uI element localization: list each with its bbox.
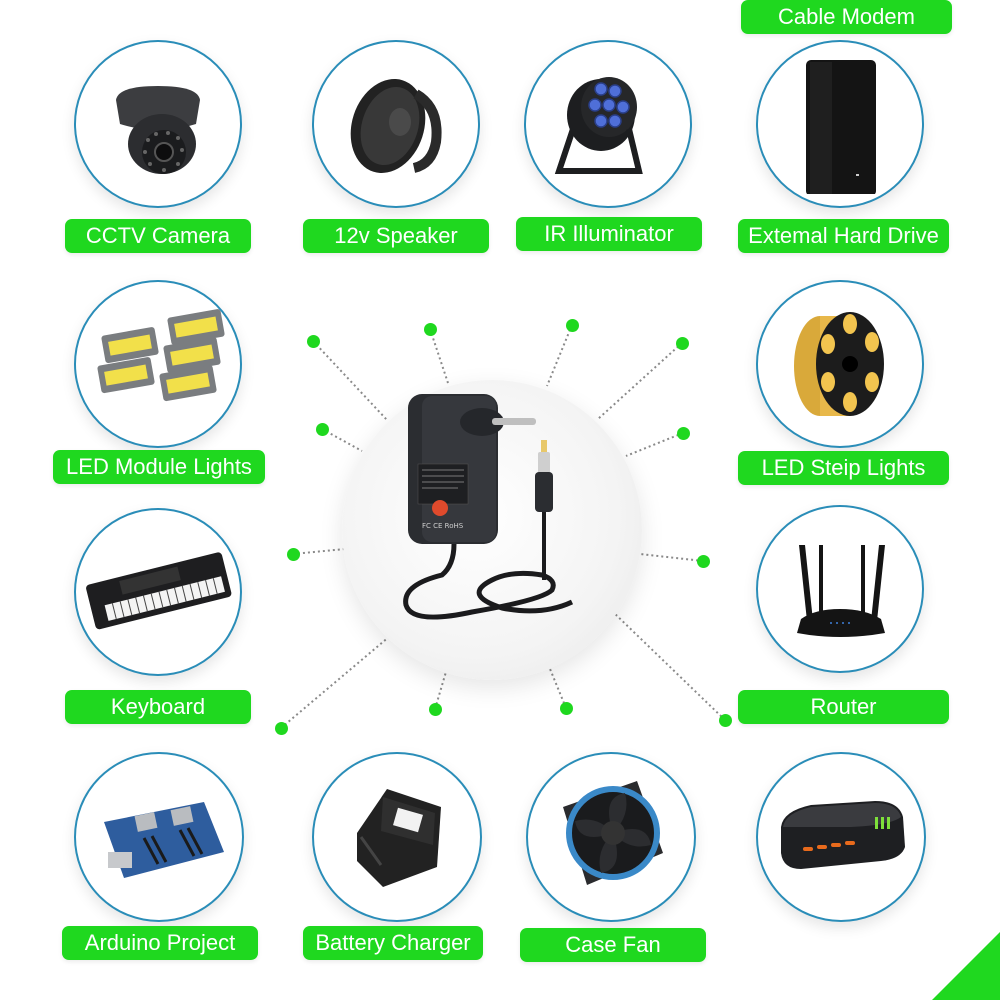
device-label: LED Steip Lights [738, 451, 949, 485]
connector-dot [287, 548, 300, 561]
device-label: CCTV Camera [65, 219, 251, 253]
connector-dot [275, 722, 288, 735]
connector-dot [677, 427, 690, 440]
device-card-arduino-project [74, 752, 244, 922]
device-card-external-hard-drive [756, 40, 924, 208]
connector-dot [697, 555, 710, 568]
connector-dot [424, 323, 437, 336]
device-card-cctv-camera [74, 40, 242, 208]
router-icon [797, 545, 885, 637]
connector-dot [676, 337, 689, 350]
dome-camera-icon [116, 86, 200, 174]
center-product-disc: FC CE RoHS [342, 380, 642, 680]
device-label: Router [738, 690, 949, 724]
floodlight-icon [97, 309, 225, 402]
device-card-led-strip-lights [756, 280, 924, 448]
connector-dot [560, 702, 573, 715]
device-label: Battery Charger [303, 926, 483, 960]
device-label: 12v Speaker [303, 219, 489, 253]
connector-dot [429, 703, 442, 716]
keyboard-piano-icon [86, 552, 232, 630]
connector-dot [316, 423, 329, 436]
connector-dot [566, 319, 579, 332]
device-label: LED Module Lights [53, 450, 265, 484]
device-card-ir-illuminator [524, 40, 692, 208]
device-card-case-fan [526, 752, 696, 922]
device-card-led-module-lights [74, 280, 242, 448]
power-adapter-icon: FC CE RoHS [403, 394, 574, 620]
device-label: Arduino Project [62, 926, 258, 960]
circuit-board-icon [104, 802, 224, 878]
device-card-12v-speaker [312, 40, 480, 208]
device-card-battery-charger [312, 752, 482, 922]
connector-dot [719, 714, 732, 727]
device-label: Case Fan [520, 928, 706, 962]
led-strip-reel-icon [794, 312, 884, 416]
device-label: Keyboard [65, 690, 251, 724]
device-card-cable-modem [756, 752, 926, 922]
corner-accent-triangle [932, 932, 1000, 1000]
device-label: Cable Modem [741, 0, 952, 34]
case-fan-icon [563, 781, 663, 885]
device-card-keyboard [74, 508, 242, 676]
hard-drive-icon [806, 60, 876, 194]
device-label: IR Illuminator [516, 217, 702, 251]
svg-text:FC CE RoHS: FC CE RoHS [422, 522, 464, 530]
speaker-icon [350, 79, 442, 173]
battery-charger-icon [357, 789, 441, 887]
cable-modem-icon [781, 801, 905, 869]
device-label: Extemal Hard Drive [738, 219, 949, 253]
par-light-icon [554, 77, 643, 174]
connector-dot [307, 335, 320, 348]
device-card-router [756, 505, 924, 673]
